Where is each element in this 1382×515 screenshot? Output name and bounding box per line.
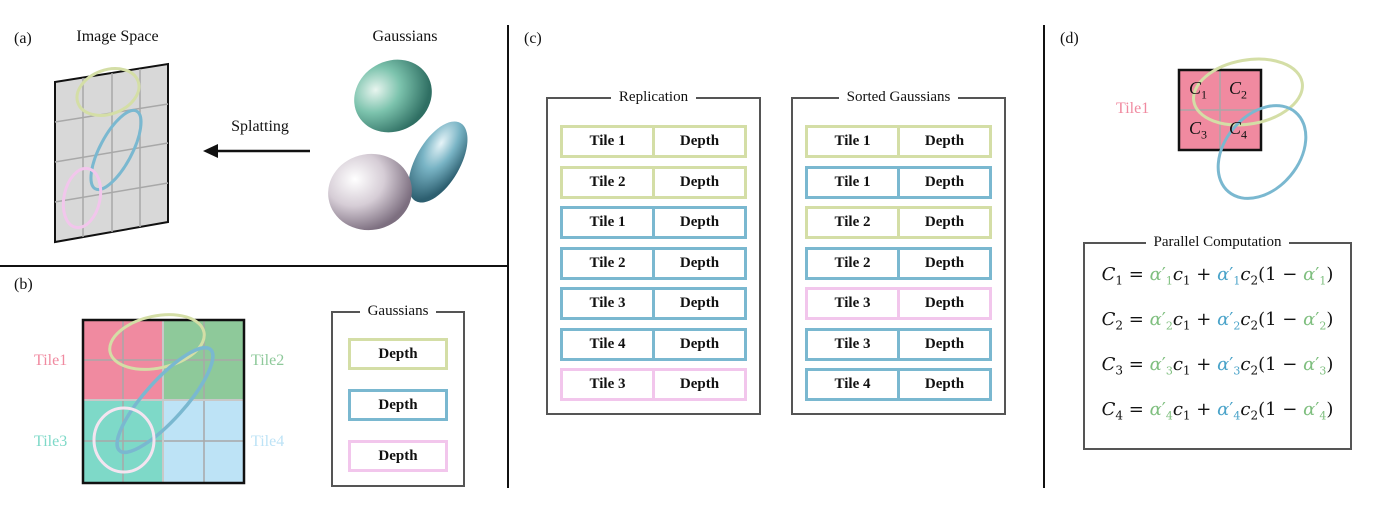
depth-cell: Depth [924, 295, 965, 311]
tile-depth-row: Tile 1 Depth [560, 206, 747, 239]
tile-cell: Tile 2 [808, 209, 900, 236]
image-plane [54, 62, 169, 244]
image-space-title: Image Space [76, 28, 159, 45]
tile-depth-row: Tile 2 Depth [560, 165, 747, 199]
tile-cell: Tile 3 [808, 330, 900, 358]
tile-cell: Tile 1 [808, 128, 900, 155]
depth-cell: Depth [679, 295, 720, 311]
panel-a-label: (a) [14, 30, 32, 47]
tile-grid [81, 313, 246, 485]
tile-depth-row: Tile 2 Depth [805, 206, 992, 239]
depth-cell: Depth [924, 173, 965, 190]
gaussians-title: Gaussians [372, 28, 438, 45]
depth-cell: Depth [924, 376, 965, 392]
tile-depth-row: Tile 4 Depth [560, 327, 747, 361]
panel-d-label: (d) [1060, 30, 1079, 47]
cell-c3: C3 [1189, 118, 1208, 142]
equation-c1: C1 = α′1c1 + α′1c2(1 − α′1) [1101, 264, 1334, 288]
equation-c2: C2 = α′2c1 + α′2c2(1 − α′2) [1101, 309, 1334, 333]
tile-depth-row: Tile 4 Depth [805, 368, 992, 401]
tile-cell: Tile 4 [563, 330, 655, 358]
depth-cell: Depth [679, 376, 720, 392]
tile-cell: Tile 2 [563, 168, 655, 196]
replication-title: Replication [610, 89, 697, 105]
equation-c3: C3 = α′3c1 + α′3c2(1 − α′3) [1101, 354, 1334, 378]
gaussians-legend-box: Gaussians Depth Depth Depth [331, 303, 465, 487]
gaussian-ellipsoids [328, 59, 468, 231]
tile-depth-row: Tile 3 Depth [560, 368, 747, 401]
tile-cell: Tile 1 [808, 168, 900, 196]
panel-c-label: (c) [524, 30, 542, 47]
tile-depth-row: Tile 2 Depth [805, 246, 992, 280]
depth-cell: Depth [679, 214, 720, 230]
tile-depth-row: Tile 3 Depth [805, 287, 992, 320]
tile-depth-row: Tile 3 Depth [560, 287, 747, 320]
cell-c2: C2 [1229, 78, 1248, 102]
cell-c4: C4 [1229, 118, 1248, 142]
legend-depth-blue: Depth [348, 389, 448, 421]
sorted-gaussians-title: Sorted Gaussians [838, 89, 959, 105]
gaussians-legend-title: Gaussians [359, 303, 437, 319]
depth-cell: Depth [924, 214, 965, 230]
splatting-arrow [203, 144, 310, 158]
equation-c4: C4 = α′4c1 + α′4c2(1 − α′4) [1101, 399, 1334, 423]
parallel-computation-box: Parallel Computation C1 = α′1c1 + α′1c2(… [1083, 234, 1352, 450]
tile1-label: Tile1 [34, 352, 68, 369]
tile-cell: Tile 3 [808, 290, 900, 317]
tile-cell: Tile 2 [563, 249, 655, 277]
cell-c1: C1 [1189, 78, 1208, 102]
tile-cell: Tile 3 [563, 371, 655, 398]
tile1-subpixels [1177, 57, 1308, 200]
tile-cell: Tile 1 [563, 128, 655, 155]
tile-cell: Tile 4 [808, 371, 900, 398]
depth-cell: Depth [679, 133, 720, 149]
tile-depth-row: Tile 1 Depth [560, 125, 747, 158]
tile2-label: Tile2 [251, 352, 285, 369]
tile-cell: Tile 2 [808, 249, 900, 277]
parallel-computation-title: Parallel Computation [1145, 234, 1290, 250]
tile-depth-row: Tile 3 Depth [805, 327, 992, 361]
depth-cell: Depth [924, 133, 965, 149]
panel-b-label: (b) [14, 276, 33, 293]
tile-cell: Tile 1 [563, 209, 655, 236]
depth-cell: Depth [679, 173, 720, 190]
depth-cell: Depth [924, 254, 965, 271]
legend-depth-green: Depth [348, 338, 448, 370]
depth-cell: Depth [679, 335, 720, 352]
splatting-label: Splatting [231, 118, 289, 135]
tile-cell: Tile 3 [563, 290, 655, 317]
tile3-label: Tile3 [34, 433, 68, 450]
depth-cell: Depth [924, 335, 965, 352]
tile-depth-row: Tile 1 Depth [805, 165, 992, 199]
tile-depth-row: Tile 1 Depth [805, 125, 992, 158]
tile1-label-d: Tile1 [1116, 100, 1150, 117]
tile4-label: Tile4 [251, 433, 285, 450]
tile-depth-row: Tile 2 Depth [560, 246, 747, 280]
legend-depth-pink: Depth [348, 440, 448, 472]
depth-cell: Depth [679, 254, 720, 271]
